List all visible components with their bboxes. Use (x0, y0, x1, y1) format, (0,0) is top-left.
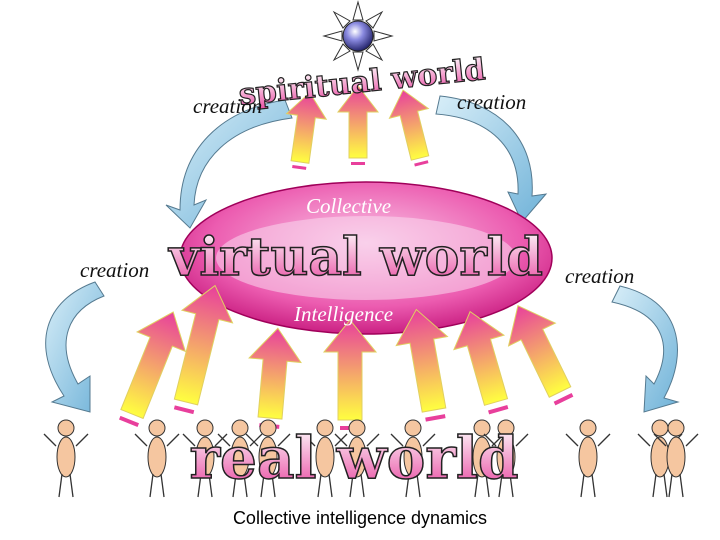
virtual-world-ring (179, 181, 553, 335)
person-icon (390, 419, 436, 498)
collective-label: Collective (306, 194, 392, 218)
curved-arrow-icon (45, 281, 105, 413)
curved-arrow-icon (165, 99, 293, 229)
person-icon (134, 419, 180, 498)
up-arrow-icon (507, 305, 574, 406)
creation-label-left: creation (80, 258, 150, 282)
person-icon (483, 419, 529, 498)
up-arrow-icon (336, 85, 380, 165)
intelligence-label: Intelligence (294, 302, 394, 326)
person-icon (302, 419, 348, 498)
creation-label-top-right: creation (457, 90, 527, 114)
person-icon (217, 419, 263, 498)
diagram-caption: Collective intelligence dynamics (232, 508, 488, 528)
virtual-world-title: virtual world (168, 227, 543, 288)
person-icon (653, 419, 699, 498)
up-arrow-icon (388, 89, 430, 167)
up-arrow-icon (285, 91, 328, 170)
sun-icon (322, 0, 394, 72)
up-arrow-icon (322, 319, 378, 430)
person-icon (459, 419, 505, 498)
people-group (43, 419, 699, 498)
up-arrow-icon (118, 311, 187, 428)
real-world-title: real world (189, 424, 518, 492)
person-icon (43, 419, 89, 498)
person-icon (182, 419, 228, 498)
up-arrow-icon (173, 284, 234, 415)
person-icon (565, 419, 611, 498)
creation-label-right: creation (565, 264, 635, 288)
curved-arrow-icon (611, 285, 680, 413)
up-arrow-icon (248, 327, 302, 429)
up-arrow-icon (395, 308, 449, 422)
creation-label-top-left: creation (193, 94, 263, 118)
person-icon (334, 419, 380, 498)
up-arrow-icon (453, 310, 509, 415)
person-icon (245, 419, 291, 498)
